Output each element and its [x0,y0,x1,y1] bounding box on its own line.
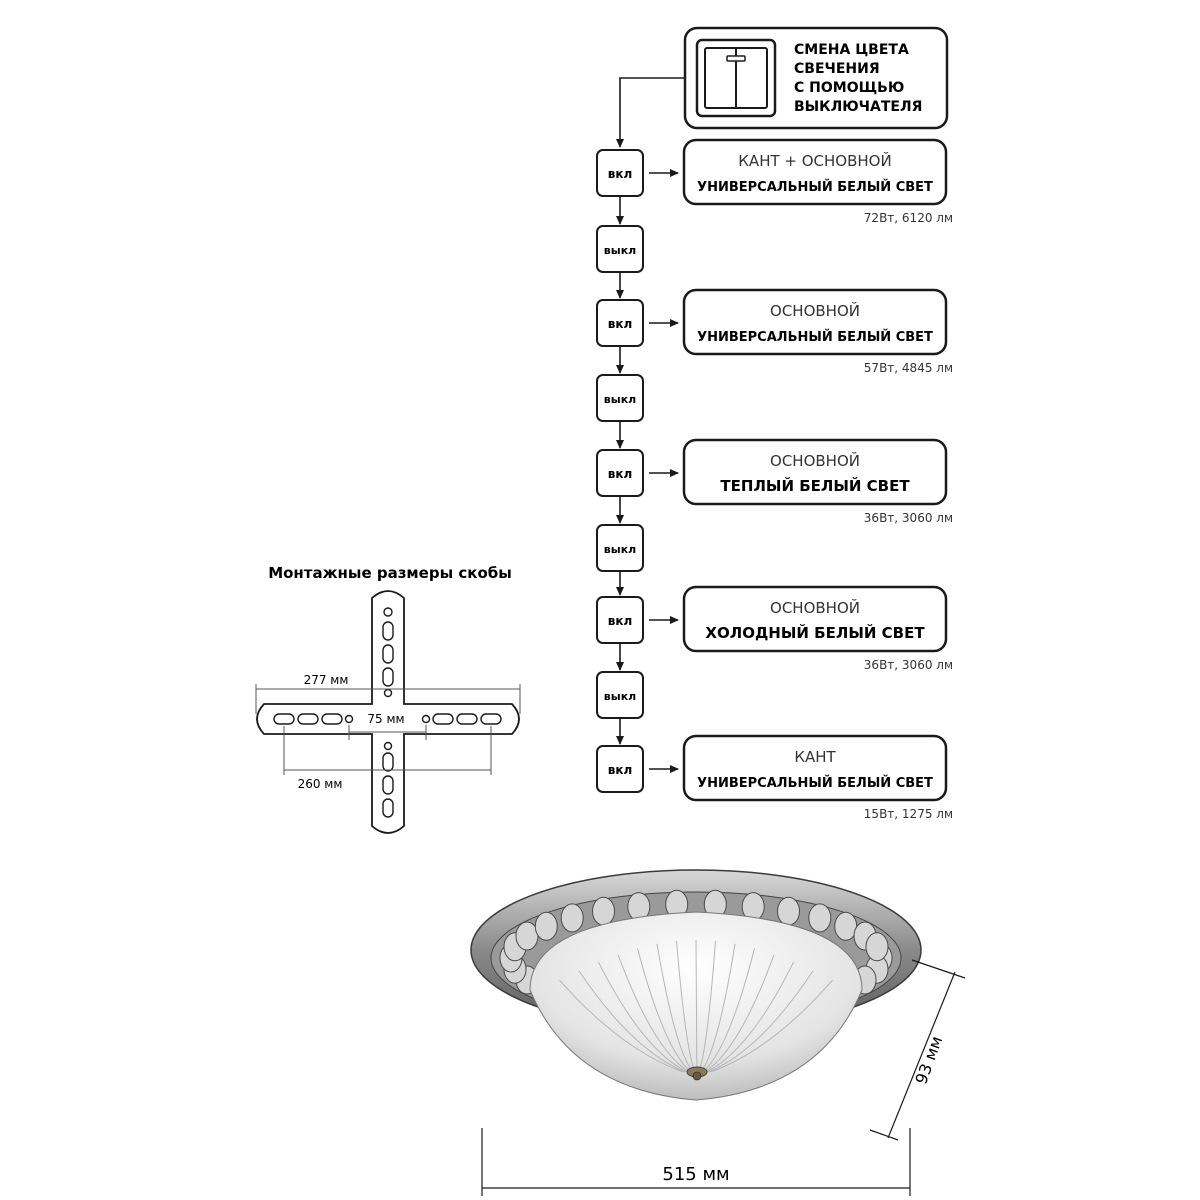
off-step: выкл [596,374,644,422]
glass-rib [637,948,692,1073]
dim-260 [283,726,492,775]
off-step: выкл [596,671,644,719]
switch-flow: вкл КАНТ + ОСНОВНОЙ УНИВЕРСАЛЬНЫЙ БЕЛЫЙ СВ… [596,138,953,821]
off-step: выкл [596,225,644,273]
mode-spec: 36Вт, 3060 лм [864,511,953,525]
mode-light: УНИВЕРСАЛЬНЫЙ БЕЛЫЙ СВЕТ [697,179,933,195]
dim-277-label: 277 мм [304,673,349,687]
header-line-4: ВЫКЛЮЧАТЕЛЯ [794,99,922,115]
on-step: вкл [596,149,644,197]
dim-277 [255,684,521,714]
glass-rib [700,943,736,1073]
dim-height-label: 93 мм [911,1034,946,1087]
mode-box: ОСНОВНОЙ ТЕПЛЫЙ БЕЛЫЙ СВЕТ 36Вт, 3060 лм [682,438,953,525]
mode-light: УНИВЕРСАЛЬНЫЙ БЕЛЫЙ СВЕТ [697,329,933,345]
bead [592,896,615,926]
on-label: вкл [608,167,633,181]
glass-ribs [559,939,833,1073]
mode-spec: 36Вт, 3060 лм [864,658,953,672]
dim-75-label: 75 мм [367,712,404,726]
mode-title: ОСНОВНОЙ [770,301,860,320]
mode-title: ОСНОВНОЙ [770,451,860,470]
glass-rib [704,954,775,1073]
bead [560,903,584,933]
dim-75 [348,725,427,740]
mode-light: УНИВЕРСАЛЬНЫЙ БЕЛЫЙ СВЕТ [697,775,933,791]
dim-width [481,1128,911,1196]
bead [777,896,800,926]
mode-frame [682,438,948,506]
glass-rib [702,948,755,1073]
mode-frame [682,734,948,802]
mode-box: КАНТ + ОСНОВНОЙ УНИВЕРСАЛЬНЫЙ БЕЛЫЙ СВЕТ 7… [682,138,953,225]
dim-260-label: 260 мм [298,777,343,791]
mode-light: ТЕПЛЫЙ БЕЛЫЙ СВЕТ [720,476,910,495]
on-label: вкл [608,614,633,628]
off-label: выкл [604,543,636,556]
bead [534,911,558,941]
header-connector [616,77,685,148]
glass-rib [656,943,694,1073]
bracket-title: Монтажные размеры скобы [268,564,512,582]
glass-rib [676,940,696,1073]
mode-light: ХОЛОДНЫЙ БЕЛЫЙ СВЕТ [705,623,925,642]
on-step: вкл [596,745,644,793]
on-label: вкл [608,763,633,777]
glass-rib [578,970,686,1073]
mode-title: КАНТ [794,748,836,766]
glass-rib [706,961,794,1073]
mode-spec: 57Вт, 4845 лм [864,361,953,375]
mode-box: КАНТ УНИВЕРСАЛЬНЫЙ БЕЛЫЙ СВЕТ 15Вт, 1275 л… [682,734,953,821]
mode-frame [682,288,948,356]
on-step: вкл [596,299,644,347]
glass-rib [559,979,684,1073]
glass-rib [710,979,833,1073]
mode-title: КАНТ + ОСНОВНОЙ [738,151,891,170]
off-step: выкл [596,524,644,572]
dim-height [869,959,966,1141]
mode-spec: 72Вт, 6120 лм [864,211,953,225]
glass-rib [598,961,688,1073]
bead [865,932,889,962]
glass-rib [617,954,690,1073]
on-label: вкл [608,467,633,481]
finial [686,1066,708,1081]
bead [834,911,858,941]
bracket-plate [256,590,520,834]
dim-width-label: 515 мм [662,1164,729,1185]
mode-box: ОСНОВНОЙ УНИВЕРСАЛЬНЫЙ БЕЛЫЙ СВЕТ 57Вт, 48… [682,288,953,375]
header-line-1: СМЕНА ЦВЕТА [794,42,909,58]
wall-switch-icon [695,38,777,118]
ceiling-fixture [470,869,922,1101]
glass-rib [695,939,698,1073]
off-label: выкл [604,393,636,406]
off-label: выкл [604,244,636,257]
on-label: вкл [608,317,633,331]
on-step: вкл [596,449,644,497]
header-line-2: СВЕЧЕНИЯ [794,61,880,77]
bead [515,921,539,951]
mode-frame [682,138,948,206]
on-box [596,745,644,793]
header-box: СМЕНА ЦВЕТА СВЕЧЕНИЯ С ПОМОЩЬЮ ВЫКЛЮЧАТЕ… [683,26,949,130]
bead [808,903,832,933]
mode-title: ОСНОВНОЙ [770,598,860,617]
on-step: вкл [596,596,644,644]
glass-rib [698,940,716,1073]
bracket-drawing: Монтажные размеры скобы [255,564,521,834]
mode-frame [682,585,948,653]
mode-box: ОСНОВНОЙ ХОЛОДНЫЙ БЕЛЫЙ СВЕТ 36Вт, 3060 лм [682,585,953,672]
mode-spec: 15Вт, 1275 лм [864,807,953,821]
bracket-slots [273,607,502,818]
off-label: выкл [604,690,636,703]
glass-rib [708,970,814,1073]
header-line-3: С ПОМОЩЬЮ [794,80,904,96]
